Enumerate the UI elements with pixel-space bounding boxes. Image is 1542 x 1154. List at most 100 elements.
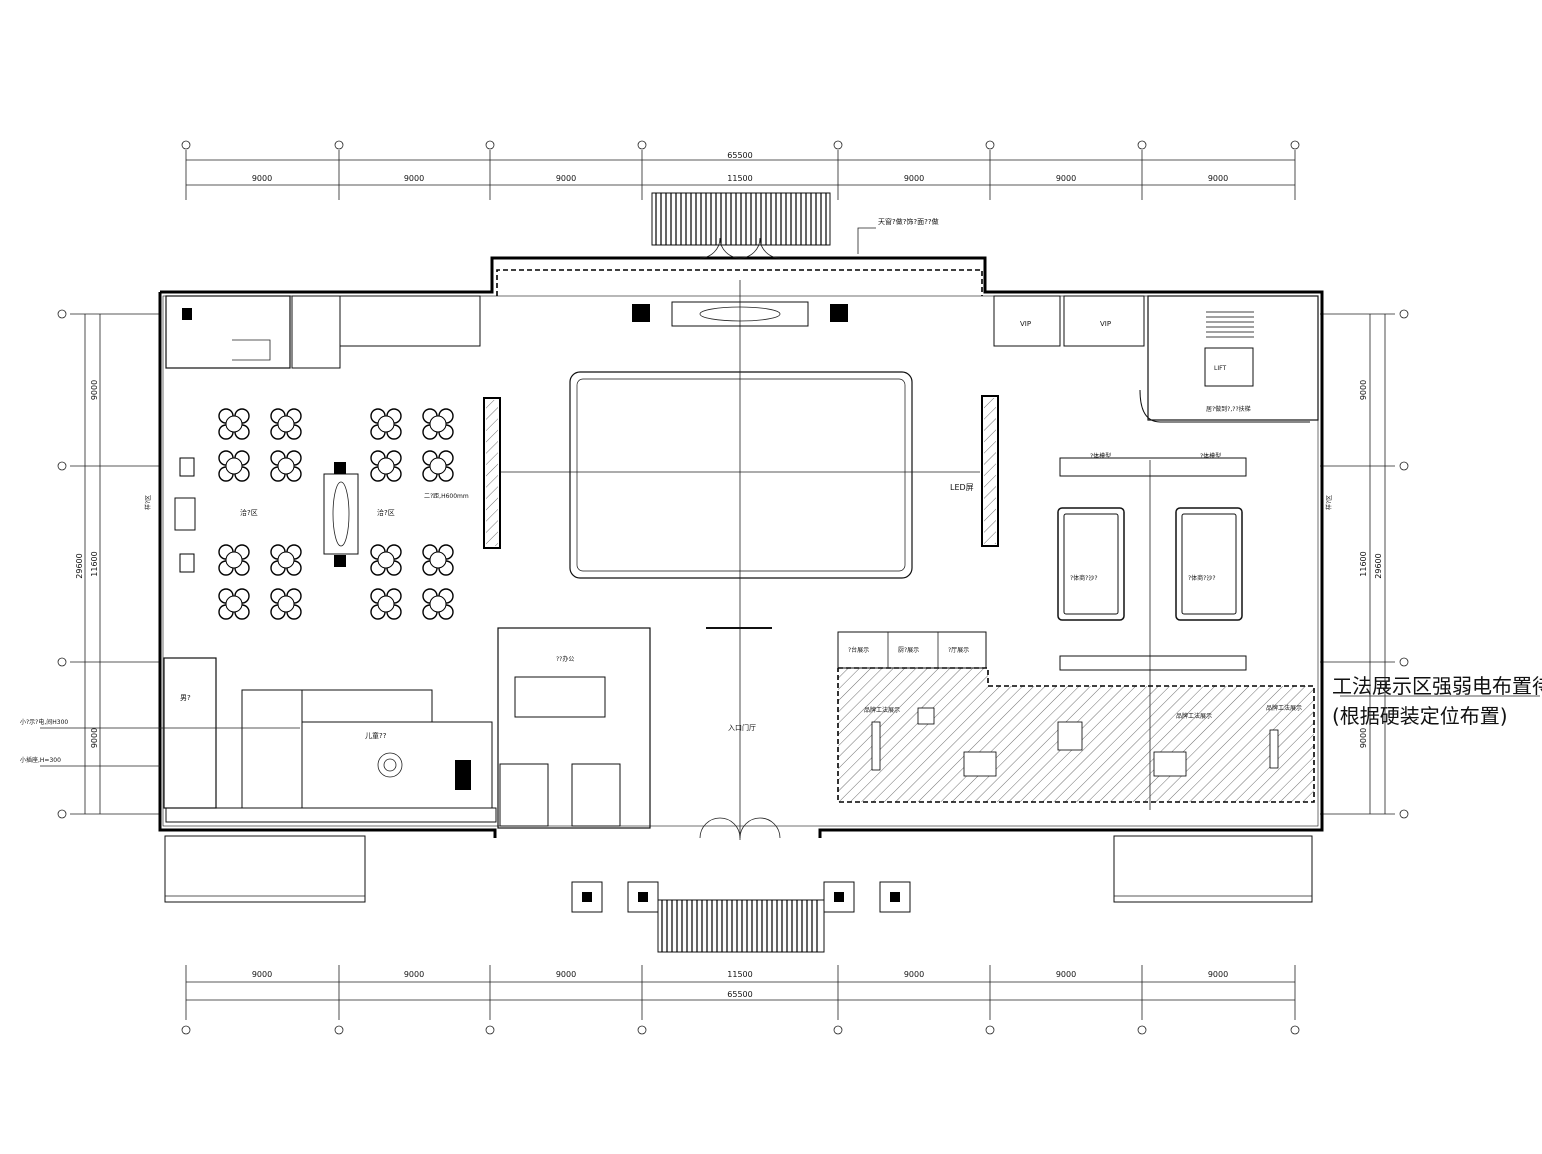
left-dim-note-a: 小?示?电,间H300 xyxy=(20,718,68,726)
grid-axis-bubble-icon xyxy=(1399,309,1409,319)
top-span-4: 11500 xyxy=(727,174,752,183)
negotiation-area xyxy=(218,408,454,620)
craft-exhibition-zone: ?台展示 厨?展示 ?厅展示 品牌工法展示 品牌工法展示 品牌工法展示 xyxy=(837,631,1540,803)
show-c-label: ?厅展示 xyxy=(948,647,969,654)
table-cluster-icon xyxy=(370,408,402,440)
grid-axis-bubble-icon xyxy=(485,140,495,150)
right-span-2: 11600 xyxy=(1359,551,1368,576)
table-cluster-icon xyxy=(218,408,250,440)
annotation-subtitle: (根据硬装定位布置) xyxy=(1332,704,1508,728)
bottom-span-4: 11500 xyxy=(727,970,752,979)
table-cluster-icon xyxy=(270,544,302,576)
bottom-span-3: 9000 xyxy=(556,970,576,979)
table-cluster-icon xyxy=(270,408,302,440)
grid-axis-bubble-icon xyxy=(637,140,647,150)
wc-label: 男? xyxy=(180,694,191,702)
grid-axis-bubble-icon xyxy=(1137,1025,1147,1035)
table-cluster-icon xyxy=(422,588,454,620)
lift-label: LIFT xyxy=(1214,365,1226,372)
top-span-5: 9000 xyxy=(904,174,924,183)
stair-note: 居?做到?,??扶梯 xyxy=(1206,405,1251,413)
grid-axis-bubble-icon xyxy=(57,809,67,819)
table-cluster-icon xyxy=(370,544,402,576)
sandbox-b-label: ?体商?沙? xyxy=(1188,574,1216,582)
bottom-total-dim: 65500 xyxy=(727,990,752,999)
top-span-6: 9000 xyxy=(1056,174,1076,183)
table-cluster-icon xyxy=(422,408,454,440)
office-label: ??办公 xyxy=(556,655,574,663)
top-span-7: 9000 xyxy=(1208,174,1228,183)
table-cluster-icon xyxy=(370,450,402,482)
column-marker-icon xyxy=(627,881,659,913)
entrance-label: 入口门厅 xyxy=(728,723,756,732)
grid-axis-bubble-icon xyxy=(985,1025,995,1035)
kids-label: 儿童?? xyxy=(365,731,387,740)
table-cluster-icon xyxy=(218,588,250,620)
left-dim-note-b: 小插座,H=300 xyxy=(20,756,61,764)
top-total-dim: 65500 xyxy=(727,151,752,160)
central-atrium: LED屏 入口门厅 天窗?做?饰?面??做 xyxy=(483,217,999,840)
grid-axis-bubble-icon xyxy=(181,1025,191,1035)
bottom-stair-treads xyxy=(661,900,818,952)
top-stair-treads xyxy=(655,193,827,245)
column-marker-icon xyxy=(823,881,855,913)
column-marker-icon xyxy=(571,881,603,913)
grid-axis-bubble-icon xyxy=(1399,809,1409,819)
grid-axis-bubble-icon xyxy=(1399,657,1409,667)
top-dimension-chain: 65500 9000 9000 9000 11500 9000 9000 900… xyxy=(181,140,1300,200)
table-cluster-icon xyxy=(270,450,302,482)
grid-axis-bubble-icon xyxy=(637,1025,647,1035)
led-label: LED屏 xyxy=(950,483,974,492)
model-b-label: ?体模型 xyxy=(1200,452,1221,460)
vip-2-label: VIP xyxy=(1100,320,1111,328)
grid-axis-bubble-icon xyxy=(833,140,843,150)
note-skylight: 天窗?做?饰?面??做 xyxy=(878,217,939,226)
left-total-dim: 29600 xyxy=(75,553,84,578)
left-dimension-chain: 29600 9000 11600 9000 xyxy=(57,309,160,819)
grid-axis-bubble-icon xyxy=(833,1025,843,1035)
top-span-1: 9000 xyxy=(252,174,272,183)
sample-right-label: 样?区 xyxy=(1325,495,1333,510)
column-marker-icon xyxy=(830,304,848,322)
h600-label: 二?距,H600mm xyxy=(424,493,469,500)
table-cluster-icon xyxy=(270,588,302,620)
table-cluster-icon xyxy=(422,544,454,576)
grid-axis-bubble-icon xyxy=(985,140,995,150)
grid-axis-bubble-icon xyxy=(334,1025,344,1035)
grid-axis-bubble-icon xyxy=(334,140,344,150)
table-cluster-icon xyxy=(422,450,454,482)
grid-axis-bubble-icon xyxy=(1137,140,1147,150)
grid-axis-bubble-icon xyxy=(1399,461,1409,471)
right-span-1: 9000 xyxy=(1359,380,1368,400)
grid-axis-bubble-icon xyxy=(181,140,191,150)
bottom-span-7: 9000 xyxy=(1208,970,1228,979)
left-span-1: 9000 xyxy=(90,380,99,400)
left-span-2: 11600 xyxy=(90,551,99,576)
show-b-label: 厨?展示 xyxy=(898,647,919,654)
table-cluster-icon xyxy=(370,588,402,620)
grid-axis-bubble-icon xyxy=(57,309,67,319)
right-total-dim: 29600 xyxy=(1374,553,1383,578)
seat-area-2: 洽?区 xyxy=(377,508,395,517)
top-span-2: 9000 xyxy=(404,174,424,183)
model-a-label: ?体模型 xyxy=(1090,452,1111,460)
column-marker-icon xyxy=(632,304,650,322)
seat-area-1: 洽?区 xyxy=(240,508,258,517)
grid-axis-bubble-icon xyxy=(57,461,67,471)
annotation-title: 工法展示区强弱电布置待确 xyxy=(1332,674,1542,698)
building-outline xyxy=(158,192,1324,953)
lower-left-rooms: 男? 儿童?? ??办公 小?示?电,间H300 小插座,H=300 xyxy=(20,627,651,829)
table-cluster-icon xyxy=(218,450,250,482)
top-span-3: 9000 xyxy=(556,174,576,183)
bottom-span-1: 9000 xyxy=(252,970,272,979)
sandbox-a-label: ?体商?沙? xyxy=(1070,574,1098,582)
sample-left-label: 样?区 xyxy=(144,495,152,510)
bottom-span-6: 9000 xyxy=(1056,970,1076,979)
show-d-label: 品牌工法展示 xyxy=(864,706,900,714)
right-dimension-chain: 9000 11600 9000 29600 xyxy=(1320,309,1409,819)
left-span-3: 9000 xyxy=(90,728,99,748)
vip-1-label: VIP xyxy=(1020,320,1031,328)
grid-axis-bubble-icon xyxy=(485,1025,495,1035)
bottom-span-2: 9000 xyxy=(404,970,424,979)
